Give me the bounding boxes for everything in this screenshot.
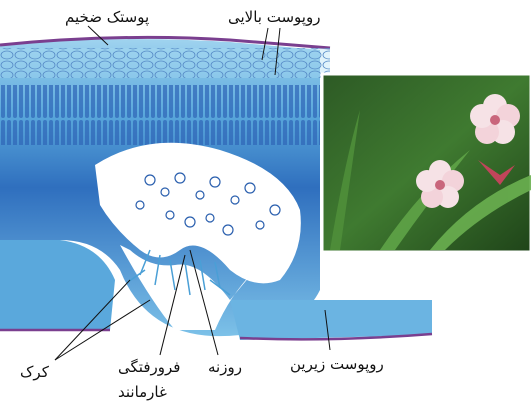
stomata-label: روزنه — [208, 360, 242, 375]
lower-right-tissue — [230, 300, 432, 340]
palisade-layer — [0, 85, 320, 145]
pit-label-line1: فرورفتگی — [118, 360, 180, 375]
thick-cuticle-label: پوستک ضخیم — [65, 10, 149, 25]
upper-epidermis-label: روپوست بالایی — [228, 10, 320, 25]
lower-tissue — [0, 240, 115, 330]
lower-epidermis-label: روپوست زیرین — [290, 357, 384, 372]
pit-label-line2: غارمانند — [118, 385, 167, 400]
hairs-label: کرک — [20, 365, 49, 380]
